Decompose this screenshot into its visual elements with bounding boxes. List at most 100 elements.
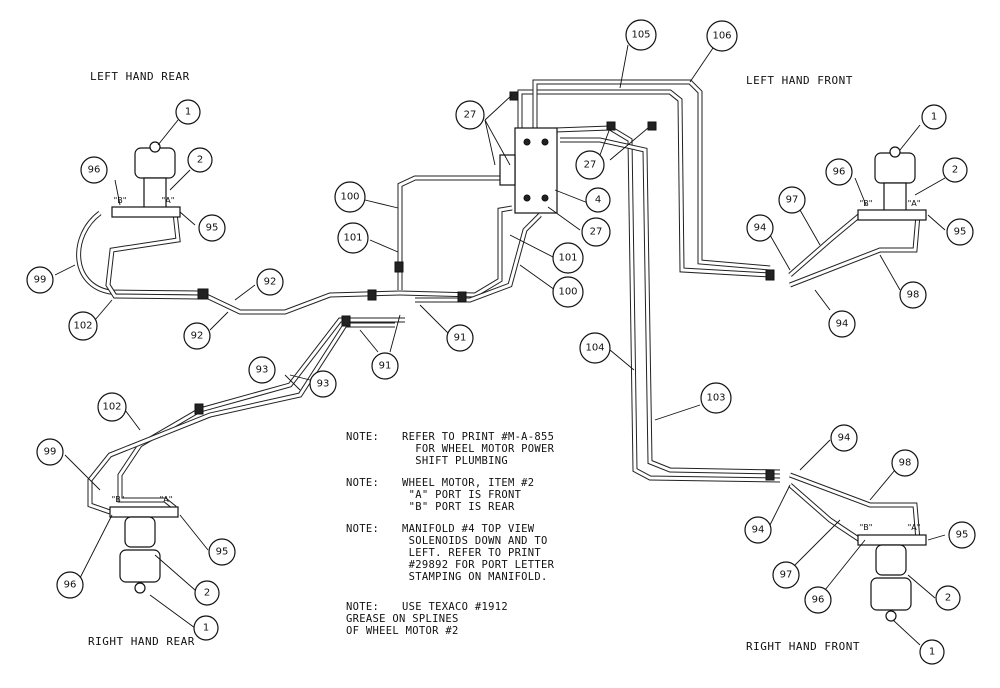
manifold-4	[499, 127, 558, 214]
note-2-label: NOTE:	[346, 477, 379, 489]
callout-1-lhf: 1	[921, 104, 947, 130]
note-2-line-2: "A" PORT IS FRONT	[402, 489, 522, 501]
note-1-line-3: SHIFT PLUMBING	[402, 455, 508, 467]
callout-100-a: 100	[334, 181, 366, 213]
svg-text:91: 91	[379, 361, 392, 372]
callout-94-lhf-b: 94	[828, 310, 856, 338]
svg-text:102: 102	[73, 321, 92, 332]
note-4: NOTE: USE TEXACO #1912 GREASE ON SPLINES…	[346, 601, 508, 637]
port-a-rhf: "A"	[908, 523, 921, 532]
port-b-lhr: "B"	[114, 196, 127, 205]
svg-text:94: 94	[836, 319, 849, 330]
svg-text:92: 92	[264, 277, 277, 288]
svg-text:2: 2	[204, 588, 210, 599]
callout-99-rhr: 99	[36, 438, 64, 466]
callout-1-rhf: 1	[919, 639, 945, 665]
callout-91-b: 91	[446, 324, 474, 352]
note-1: NOTE: REFER TO PRINT #M-A-855 FOR WHEEL …	[346, 431, 554, 467]
svg-text:27: 27	[464, 110, 477, 121]
svg-text:101: 101	[558, 253, 577, 264]
svg-text:103: 103	[706, 393, 725, 404]
wheel-motor-lhr: "B" "A"	[111, 141, 181, 218]
callout-95-lhf: 95	[946, 218, 974, 246]
svg-text:94: 94	[754, 223, 767, 234]
callout-2-lhf: 2	[942, 157, 968, 183]
notes: NOTE: REFER TO PRINT #M-A-855 FOR WHEEL …	[346, 431, 554, 637]
callout-106: 106	[706, 20, 738, 52]
callout-96-lhr: 96	[80, 156, 108, 184]
callout-105: 105	[625, 19, 657, 51]
svg-text:98: 98	[899, 458, 912, 469]
callout-104: 104	[579, 332, 611, 364]
svg-text:27: 27	[584, 160, 597, 171]
note-3-line-3: LEFT. REFER TO PRINT	[402, 547, 541, 559]
svg-text:1: 1	[185, 107, 191, 118]
port-a-lhf: "A"	[908, 199, 921, 208]
fittings	[194, 91, 775, 481]
callout-94-rhf-a: 94	[830, 424, 858, 452]
svg-text:94: 94	[838, 433, 851, 444]
svg-text:96: 96	[88, 165, 101, 176]
note-3-line-5: STAMPING ON MANIFOLD.	[402, 571, 548, 583]
callout-95-rhr: 95	[208, 538, 236, 566]
wheel-motor-rhr: "B" "A"	[109, 495, 179, 594]
svg-text:101: 101	[343, 233, 362, 244]
svg-text:99: 99	[44, 447, 57, 458]
callouts: 1 2 96 95 99 102 92 92 93 93 91 91 100 1…	[26, 19, 976, 665]
svg-text:94: 94	[752, 525, 765, 536]
callout-97-lhf: 97	[778, 186, 806, 214]
callout-1-lhr: 1	[175, 99, 201, 125]
svg-text:95: 95	[954, 227, 967, 238]
title-right-hand-front: RIGHT HAND FRONT	[746, 640, 860, 653]
callout-91-a: 91	[371, 352, 399, 380]
callout-4: 4	[585, 187, 611, 213]
callout-93-b: 93	[309, 370, 337, 398]
callout-98-rhf: 98	[891, 449, 919, 477]
svg-text:2: 2	[952, 165, 958, 176]
callout-2-lhr: 2	[187, 147, 213, 173]
callout-2-rhr: 2	[194, 580, 220, 606]
callout-1-rhr: 1	[193, 615, 219, 641]
svg-text:105: 105	[631, 30, 650, 41]
svg-text:102: 102	[102, 402, 121, 413]
svg-text:96: 96	[64, 580, 77, 591]
callout-96-lhf: 96	[825, 158, 853, 186]
svg-text:104: 104	[585, 343, 604, 354]
callout-95-rhf: 95	[948, 521, 976, 549]
callout-102-rhr: 102	[97, 392, 127, 422]
note-2-line-3: "B" PORT IS REAR	[402, 501, 515, 513]
note-3: NOTE: MANIFOLD #4 TOP VIEW SOLENOIDS DOW…	[346, 523, 554, 583]
note-4-line-2: GREASE ON SPLINES	[346, 613, 459, 625]
svg-text:97: 97	[780, 570, 793, 581]
svg-text:99: 99	[34, 275, 47, 286]
note-3-line-2: SOLENOIDS DOWN AND TO	[402, 535, 548, 547]
note-4-label: NOTE:	[346, 601, 379, 613]
svg-text:100: 100	[558, 287, 577, 298]
note-1-label: NOTE:	[346, 431, 379, 443]
svg-text:98: 98	[907, 290, 920, 301]
callout-101-b: 101	[552, 242, 584, 274]
callout-99-lhr: 99	[26, 266, 54, 294]
callout-96-rhr: 96	[56, 571, 84, 599]
callout-27-c: 27	[575, 150, 605, 180]
callout-27-a: 27	[455, 100, 485, 130]
callout-103: 103	[700, 382, 732, 414]
title-right-hand-rear: RIGHT HAND REAR	[88, 635, 195, 648]
callout-100-b: 100	[552, 276, 584, 308]
svg-text:100: 100	[340, 192, 359, 203]
svg-text:1: 1	[929, 647, 935, 658]
wheel-motor-rhf: "B" "A"	[857, 523, 927, 622]
svg-text:96: 96	[812, 595, 825, 606]
note-2-line-1: WHEEL MOTOR, ITEM #2	[402, 477, 534, 489]
svg-text:96: 96	[833, 167, 846, 178]
port-a-rhr: "A"	[160, 495, 173, 504]
svg-text:91: 91	[454, 333, 467, 344]
note-3-line-1: MANIFOLD #4 TOP VIEW	[402, 523, 535, 535]
svg-text:93: 93	[256, 365, 269, 376]
svg-text:93: 93	[317, 379, 330, 390]
svg-text:1: 1	[931, 112, 937, 123]
port-b-rhf: "B"	[860, 523, 873, 532]
svg-text:95: 95	[216, 547, 229, 558]
svg-text:27: 27	[590, 227, 603, 238]
